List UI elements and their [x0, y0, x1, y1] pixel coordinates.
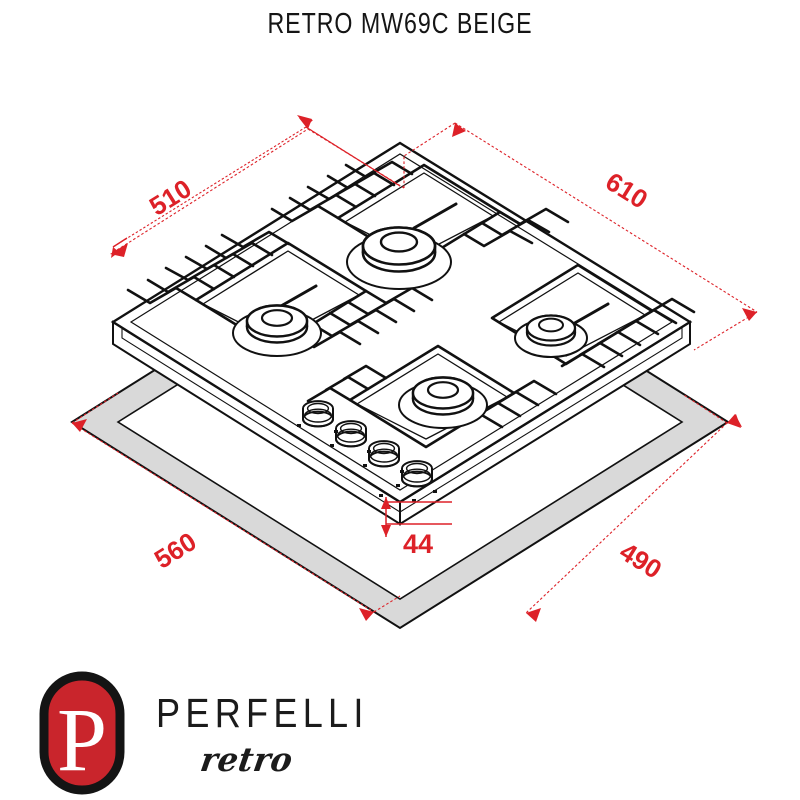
dimension-44: [381, 497, 452, 537]
control-knob-3[interactable]: [368, 440, 400, 468]
dimension-label-490: 490: [614, 536, 667, 584]
page-title: RETRO MW69C BEIGE: [267, 8, 533, 40]
hob-assembly: [110, 141, 696, 526]
dimension-lines: [71, 115, 758, 622]
brand-mark-letter: P: [57, 691, 107, 790]
dimension-label-610: 610: [600, 166, 653, 214]
brand-logo: P PERFELLI retro: [38, 668, 368, 796]
brand-pill: [39, 671, 125, 795]
control-knob-1[interactable]: [302, 400, 334, 428]
knob-marker-dots: [297, 424, 437, 502]
brand-sub-name: retro: [197, 740, 296, 779]
dimension-label-44: 44: [403, 529, 433, 559]
dimension-label-560: 560: [149, 526, 202, 574]
control-knob-2[interactable]: [335, 420, 367, 448]
control-knob-4[interactable]: [401, 460, 433, 488]
brand-mark: P: [39, 671, 125, 795]
brand-name: PERFELLI: [156, 690, 369, 736]
dimension-label-510: 510: [144, 173, 197, 221]
